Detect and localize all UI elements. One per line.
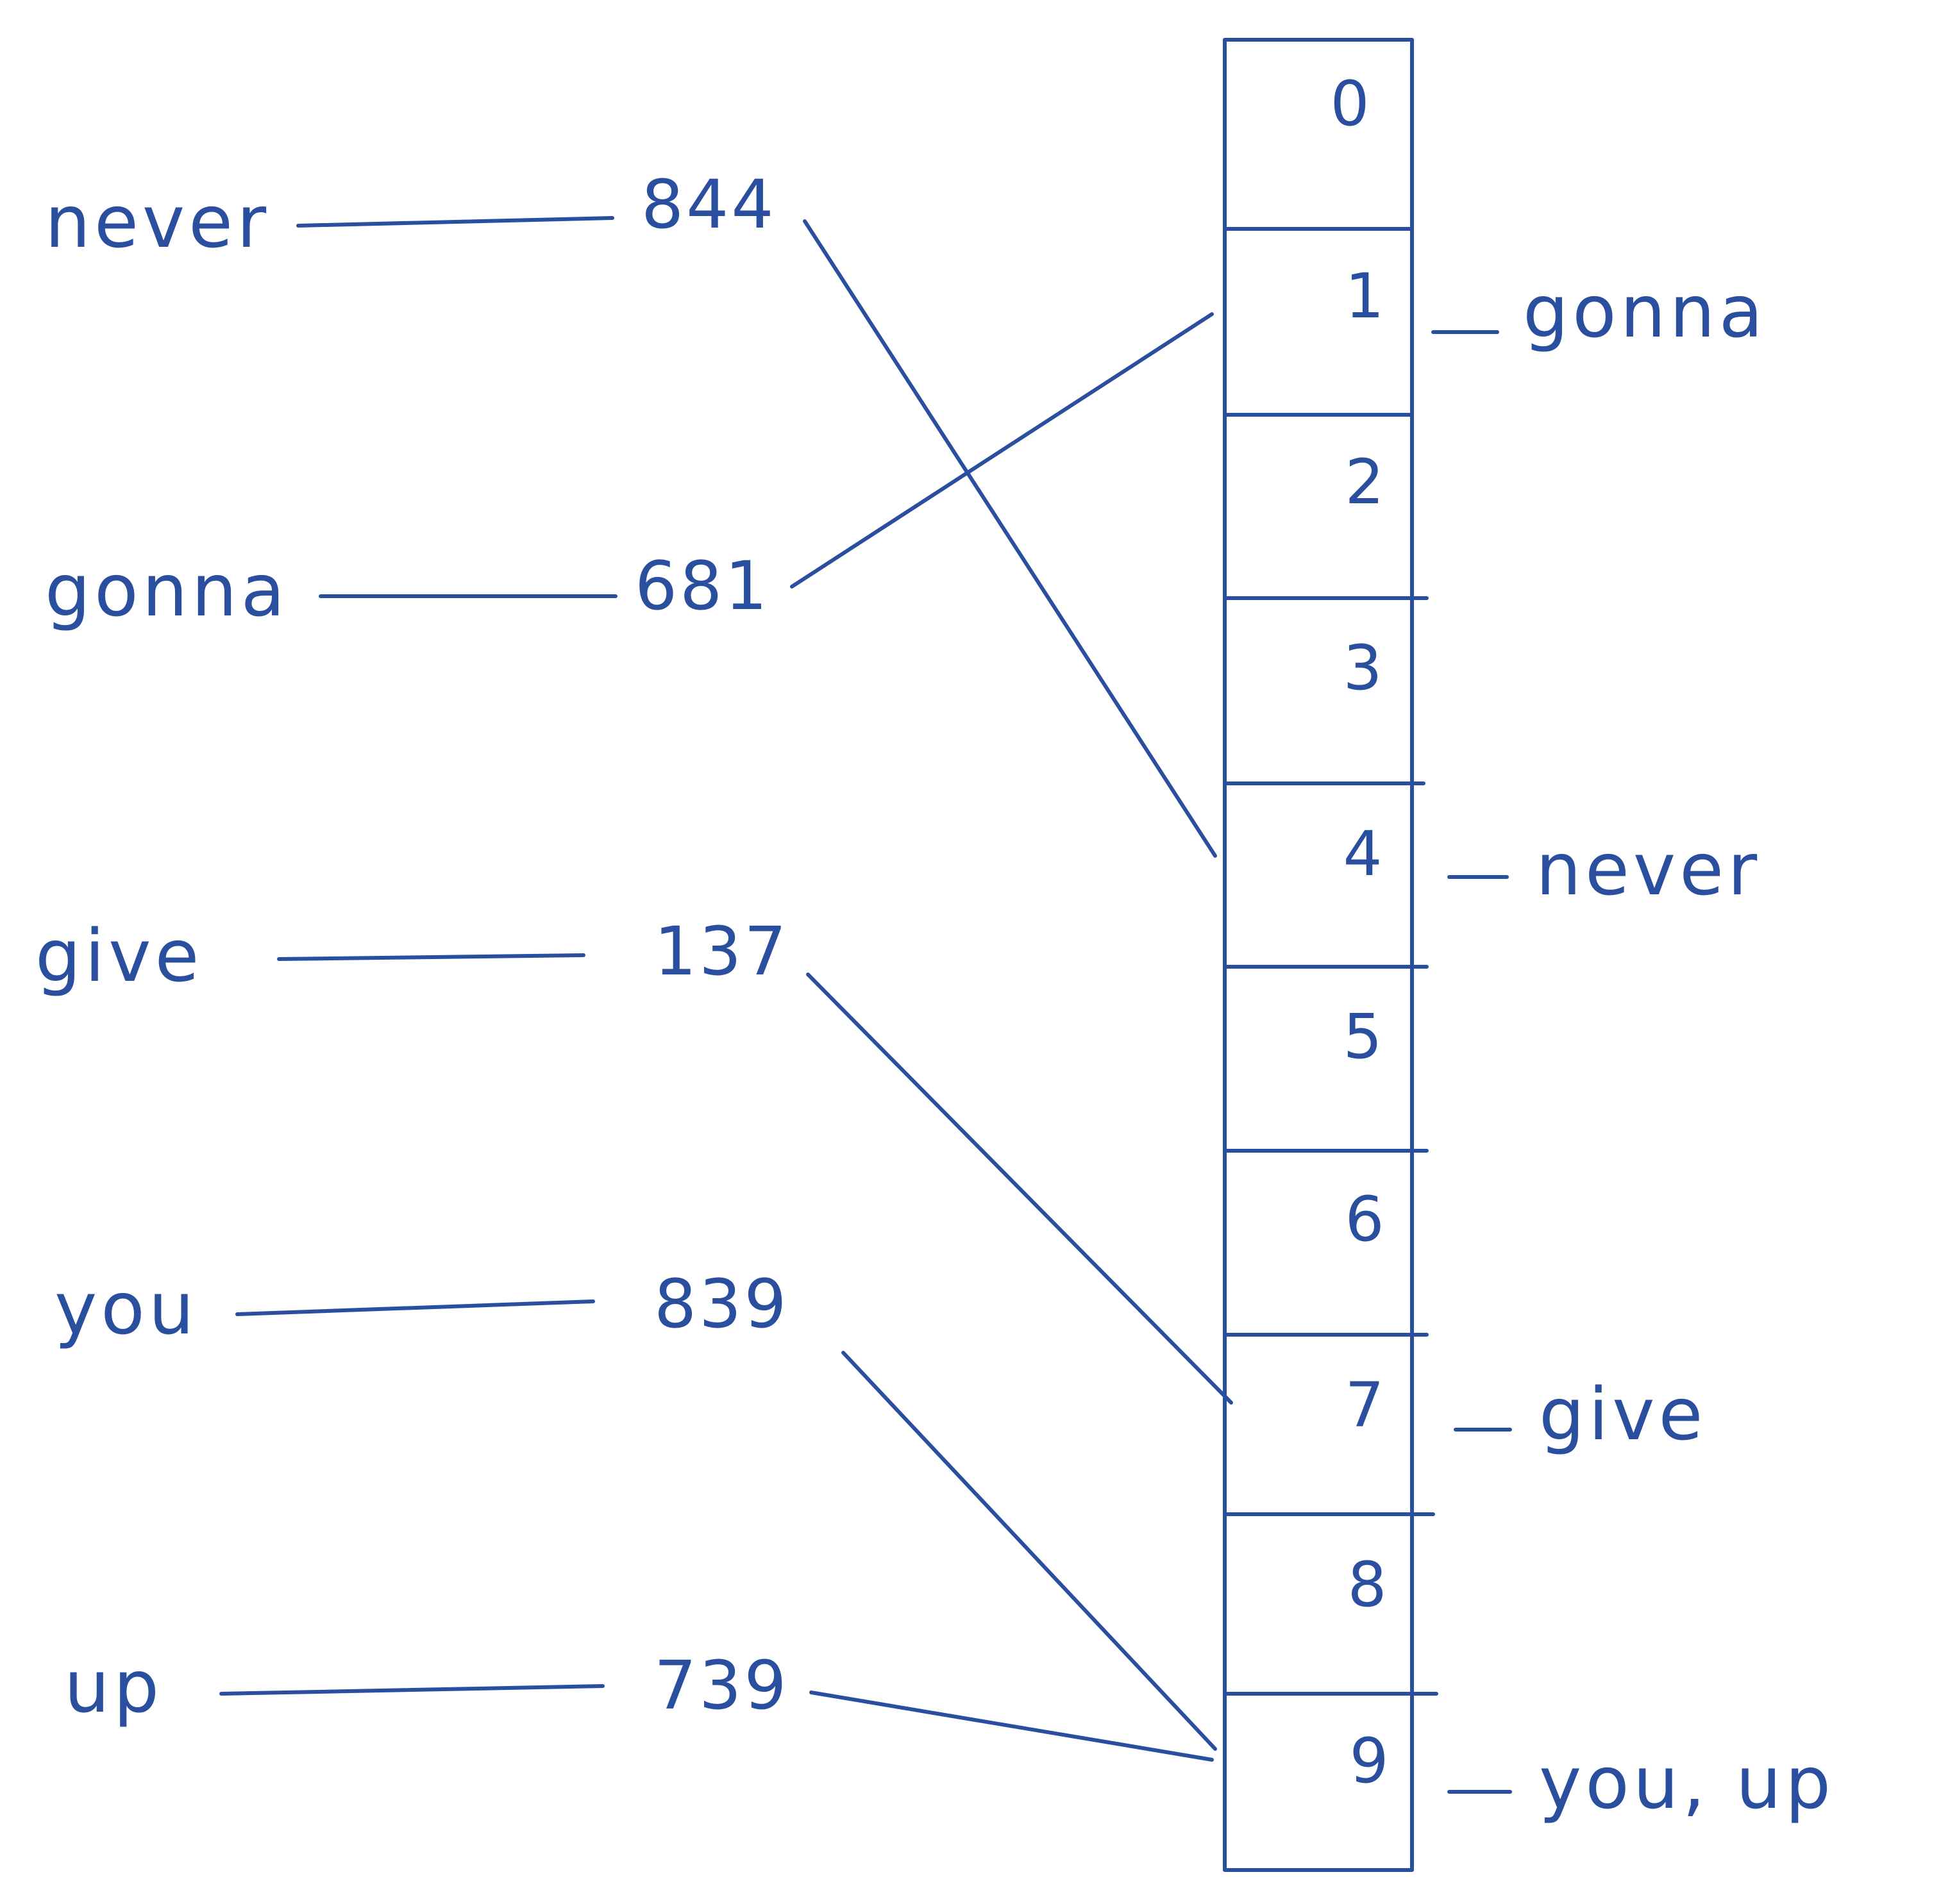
- word-row: give 137: [35, 912, 789, 998]
- mapping-line-you-to-9: [841, 1351, 1217, 1751]
- hash-value: 739: [654, 1646, 789, 1724]
- hash-value: 844: [641, 165, 777, 244]
- hash-table: 0 1 2 3 4 5 6 7 8 9: [1223, 38, 1438, 1872]
- bucket-entry-1: gonna: [1431, 271, 1767, 354]
- word-label: you: [55, 1267, 198, 1351]
- word-row: up 739: [64, 1646, 789, 1729]
- mapping-line-up-to-9: [809, 1691, 1214, 1762]
- word-label: gonna: [45, 549, 289, 633]
- slot-index-8: 8: [1347, 1549, 1386, 1621]
- word-to-hash-line: [235, 1299, 595, 1316]
- bucket-entry-7: give: [1454, 1373, 1706, 1457]
- slot-index-2: 2: [1345, 446, 1384, 518]
- slot-index-7: 7: [1345, 1369, 1384, 1441]
- slot-index-5: 5: [1343, 1001, 1382, 1073]
- word-row: gonna 681: [45, 547, 770, 633]
- word-label: never: [45, 181, 270, 264]
- mapping-line-gonna-to-1: [790, 312, 1214, 589]
- bucket-label: gonna: [1523, 271, 1767, 354]
- slot-index-0: 0: [1330, 68, 1369, 140]
- bucket-entry-4: never: [1447, 828, 1761, 912]
- bucket-contents: gonna never give you, up: [1431, 271, 1835, 1825]
- hash-mapping-lines: [790, 219, 1233, 1762]
- hash-value: 681: [635, 547, 770, 625]
- word-hash-list: never 844 gonna 681 give 137 you 839 up …: [35, 165, 789, 1729]
- mapping-line-give-to-7: [806, 973, 1233, 1405]
- slot-index-6: 6: [1345, 1183, 1384, 1255]
- word-row: never 844: [45, 165, 777, 264]
- slot-index-3: 3: [1343, 632, 1382, 704]
- word-to-hash-line: [277, 953, 585, 961]
- word-label: up: [64, 1646, 163, 1729]
- slot-index-9: 9: [1349, 1725, 1388, 1797]
- slot-index-4: 4: [1343, 818, 1382, 890]
- word-label: give: [35, 915, 203, 998]
- bucket-label: never: [1536, 828, 1761, 912]
- bucket-label: give: [1539, 1373, 1706, 1457]
- word-to-hash-line: [219, 1684, 605, 1696]
- bucket-entry-9: you, up: [1447, 1742, 1835, 1825]
- bucket-label: you, up: [1539, 1742, 1835, 1825]
- hash-table-border: [1223, 38, 1414, 1872]
- word-to-hash-line: [296, 216, 614, 228]
- hash-value: 137: [654, 912, 789, 990]
- mapping-line-never-to-4: [803, 219, 1217, 858]
- hash-value: 839: [654, 1265, 789, 1343]
- slot-index-1: 1: [1345, 260, 1384, 332]
- word-row: you 839: [55, 1265, 789, 1351]
